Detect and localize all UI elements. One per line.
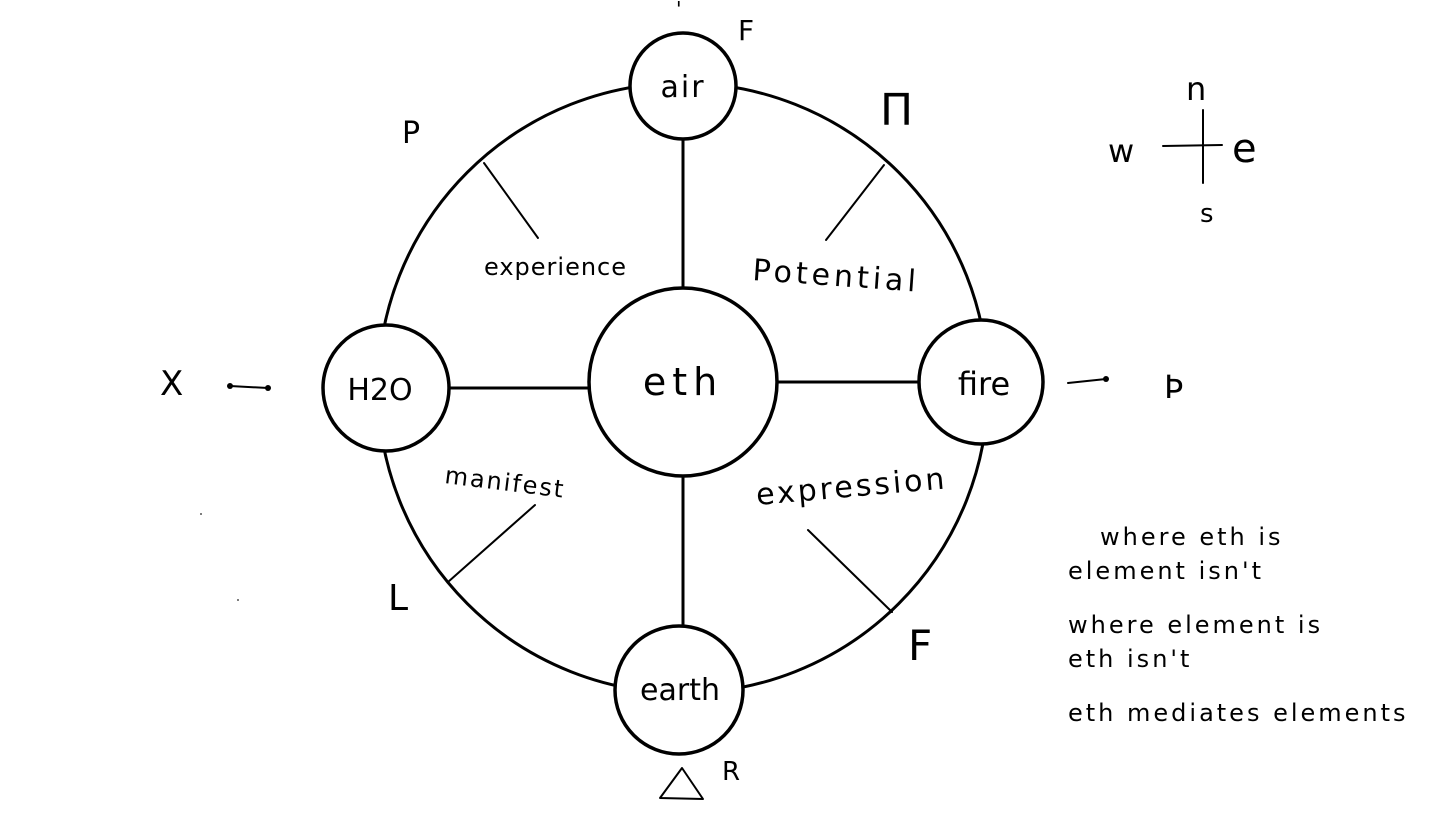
leader-potential	[825, 164, 885, 241]
mark-x: X	[160, 364, 183, 404]
leader-manifest	[447, 504, 536, 583]
node-fire	[917, 318, 1045, 446]
node-label-h2o: H2O	[347, 373, 412, 408]
east-dash	[1067, 378, 1107, 384]
node-h2o	[321, 323, 451, 453]
west-dash-dot-right	[265, 385, 271, 391]
west-dash	[229, 385, 269, 389]
note-line: eth mediates elements	[1068, 699, 1409, 727]
notes: where eth is element isn't where element…	[1068, 520, 1440, 730]
leader-experience	[483, 162, 539, 239]
node-label-earth: earth	[640, 673, 720, 708]
node-label-air: air	[660, 70, 705, 105]
west-dash-dot-left	[227, 383, 233, 389]
mark-top-f: F	[738, 14, 754, 47]
mark-pi: Π	[880, 85, 913, 136]
node-label-eth: eth	[643, 360, 723, 404]
compass-east: e	[1232, 126, 1257, 172]
node-air	[628, 31, 738, 141]
note-line: eth isn't	[1068, 645, 1193, 673]
mark-top-tick: '	[676, 0, 682, 21]
node-eth	[587, 286, 779, 478]
note-line: where eth is	[1100, 523, 1284, 551]
triangle-icon	[659, 767, 704, 800]
compass-north: n	[1186, 70, 1206, 108]
speck	[200, 513, 202, 515]
mark-f-se: F	[908, 621, 932, 670]
label-manifest: manifest	[443, 461, 567, 504]
compass-west: w	[1108, 132, 1134, 170]
label-expression: expression	[755, 461, 949, 513]
note-line: element isn't	[1068, 557, 1264, 585]
compass-south: s	[1200, 199, 1214, 229]
node-earth	[613, 624, 745, 756]
mark-r: R	[722, 757, 740, 787]
mark-l: L	[388, 578, 408, 619]
node-label-fire: fire	[958, 365, 1010, 403]
note-line: where element is	[1068, 611, 1324, 639]
compass-horizontal	[1162, 144, 1223, 147]
east-dash-dot	[1103, 376, 1109, 382]
label-potential: Potential	[751, 253, 920, 300]
leader-expression	[807, 529, 893, 613]
mark-p: P	[402, 116, 420, 151]
label-experience: experience	[484, 253, 627, 281]
mark-thorn: Þ	[1164, 368, 1183, 406]
compass: n w e s	[1108, 70, 1257, 229]
speck	[237, 599, 239, 601]
